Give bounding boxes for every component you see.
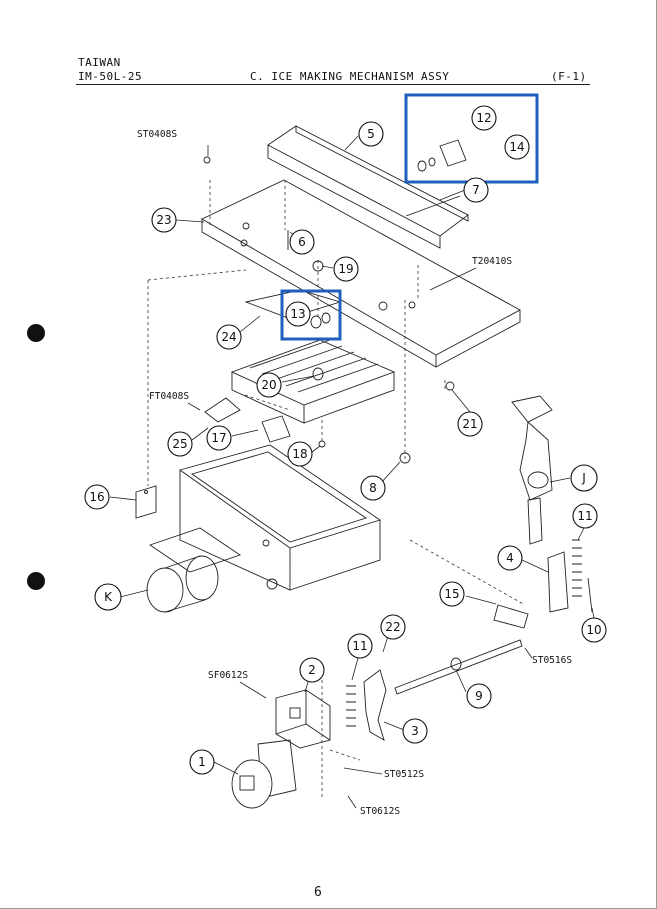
svg-text:17: 17 [211,431,226,445]
motor-k-drawing [146,555,219,613]
part-bubble-2: 2 [299,657,325,683]
part-bubble-8: 8 [360,475,386,501]
part-bubble-10: 10 [581,617,607,643]
highlight-box-washer-13 [280,289,342,341]
svg-text:25: 25 [172,437,187,451]
bracket-16-drawing [135,485,157,519]
lever-3-drawing [346,669,387,741]
top-plate-drawing [201,179,521,368]
fastener-label-sf0612s: SF0612S [208,670,248,681]
water-tray-drawing [148,444,382,591]
part-bubble-22: 22 [380,614,406,640]
part-bubble-20: 20 [256,372,282,398]
svg-text:18: 18 [292,447,307,461]
part-bubble-16: 16 [84,484,110,510]
evaporator-drawing [230,289,396,424]
svg-text:21: 21 [462,417,477,431]
gear-motor-1-drawing [231,739,297,809]
part-bubble-11-lower: 11 [347,633,373,659]
page-number: 6 [314,885,322,900]
cam-spring-drawing [547,539,593,613]
svg-text:1: 1 [198,755,206,769]
svg-text:24: 24 [221,330,236,344]
svg-text:J: J [581,471,586,485]
part-bubble-23: 23 [151,207,177,233]
binder-hole-bottom [27,572,45,590]
svg-text:12: 12 [476,111,491,125]
binder-hole-top [27,324,45,342]
part-bubble-24: 24 [216,324,242,350]
part-bubble-6: 6 [289,229,315,255]
svg-text:6: 6 [298,235,306,249]
svg-text:14: 14 [509,140,524,154]
svg-text:5: 5 [367,127,375,141]
part-bubble-4: 4 [497,545,523,571]
fastener-label-st0516s: ST0516S [532,655,572,666]
svg-text:3: 3 [411,724,419,738]
part-bubble-3: 3 [402,718,428,744]
svg-text:8: 8 [369,481,377,495]
part-bubble-19: 19 [333,256,359,282]
part-bubble-11-upper: 11 [572,503,598,529]
part-bubble-13: 13 [285,301,311,327]
header-country: TAIWAN [78,56,121,69]
leader-lines [109,135,595,809]
svg-text:10: 10 [586,623,601,637]
part-bubble-9: 9 [466,683,492,709]
part-bubble-15: 15 [439,581,465,607]
part-bubble-18: 18 [287,441,313,467]
part-bubble-14: 14 [504,134,530,160]
svg-text:13: 13 [290,307,305,321]
svg-text:11: 11 [352,639,367,653]
svg-text:22: 22 [385,620,400,634]
svg-text:19: 19 [338,262,353,276]
svg-text:4: 4 [506,551,514,565]
part-bubble-21: 21 [457,411,483,437]
svg-text:23: 23 [156,213,171,227]
header-title: C. ICE MAKING MECHANISM ASSY [250,70,450,83]
part-bubble-12: 12 [471,105,497,131]
fastener-label-st0612s: ST0612S [360,806,400,817]
svg-text:7: 7 [472,183,480,197]
fastener-label-ft0408s: FT0408S [149,391,189,402]
part-bubble-k: K [94,583,122,611]
header-rule [76,84,590,85]
svg-text:20: 20 [261,378,276,392]
part-bubble-17: 17 [206,425,232,451]
part-bubble-5: 5 [358,121,384,147]
fastener-label-st0512s: ST0512S [384,769,424,780]
svg-text:9: 9 [475,689,483,703]
small-hardware-drawing [203,139,467,464]
part-bubble-7: 7 [463,177,489,203]
actuator-j-drawing [511,395,553,545]
shaft-9-drawing [394,604,529,695]
part-bubble-j: J [570,464,598,492]
svg-text:15: 15 [444,587,459,601]
header-page-code: (F-1) [551,70,587,83]
channel-bracket-drawing [267,125,469,249]
svg-text:11: 11 [577,509,592,523]
svg-text:K: K [104,590,113,604]
svg-text:16: 16 [89,490,104,504]
fastener-label-st0408s: ST0408S [137,129,177,140]
part-bubble-25: 25 [167,431,193,457]
svg-text:2: 2 [308,663,316,677]
part-bubble-1: 1 [189,749,215,775]
header-model: IM-50L-25 [78,70,143,83]
fastener-label-t20410s: T20410S [472,256,512,267]
